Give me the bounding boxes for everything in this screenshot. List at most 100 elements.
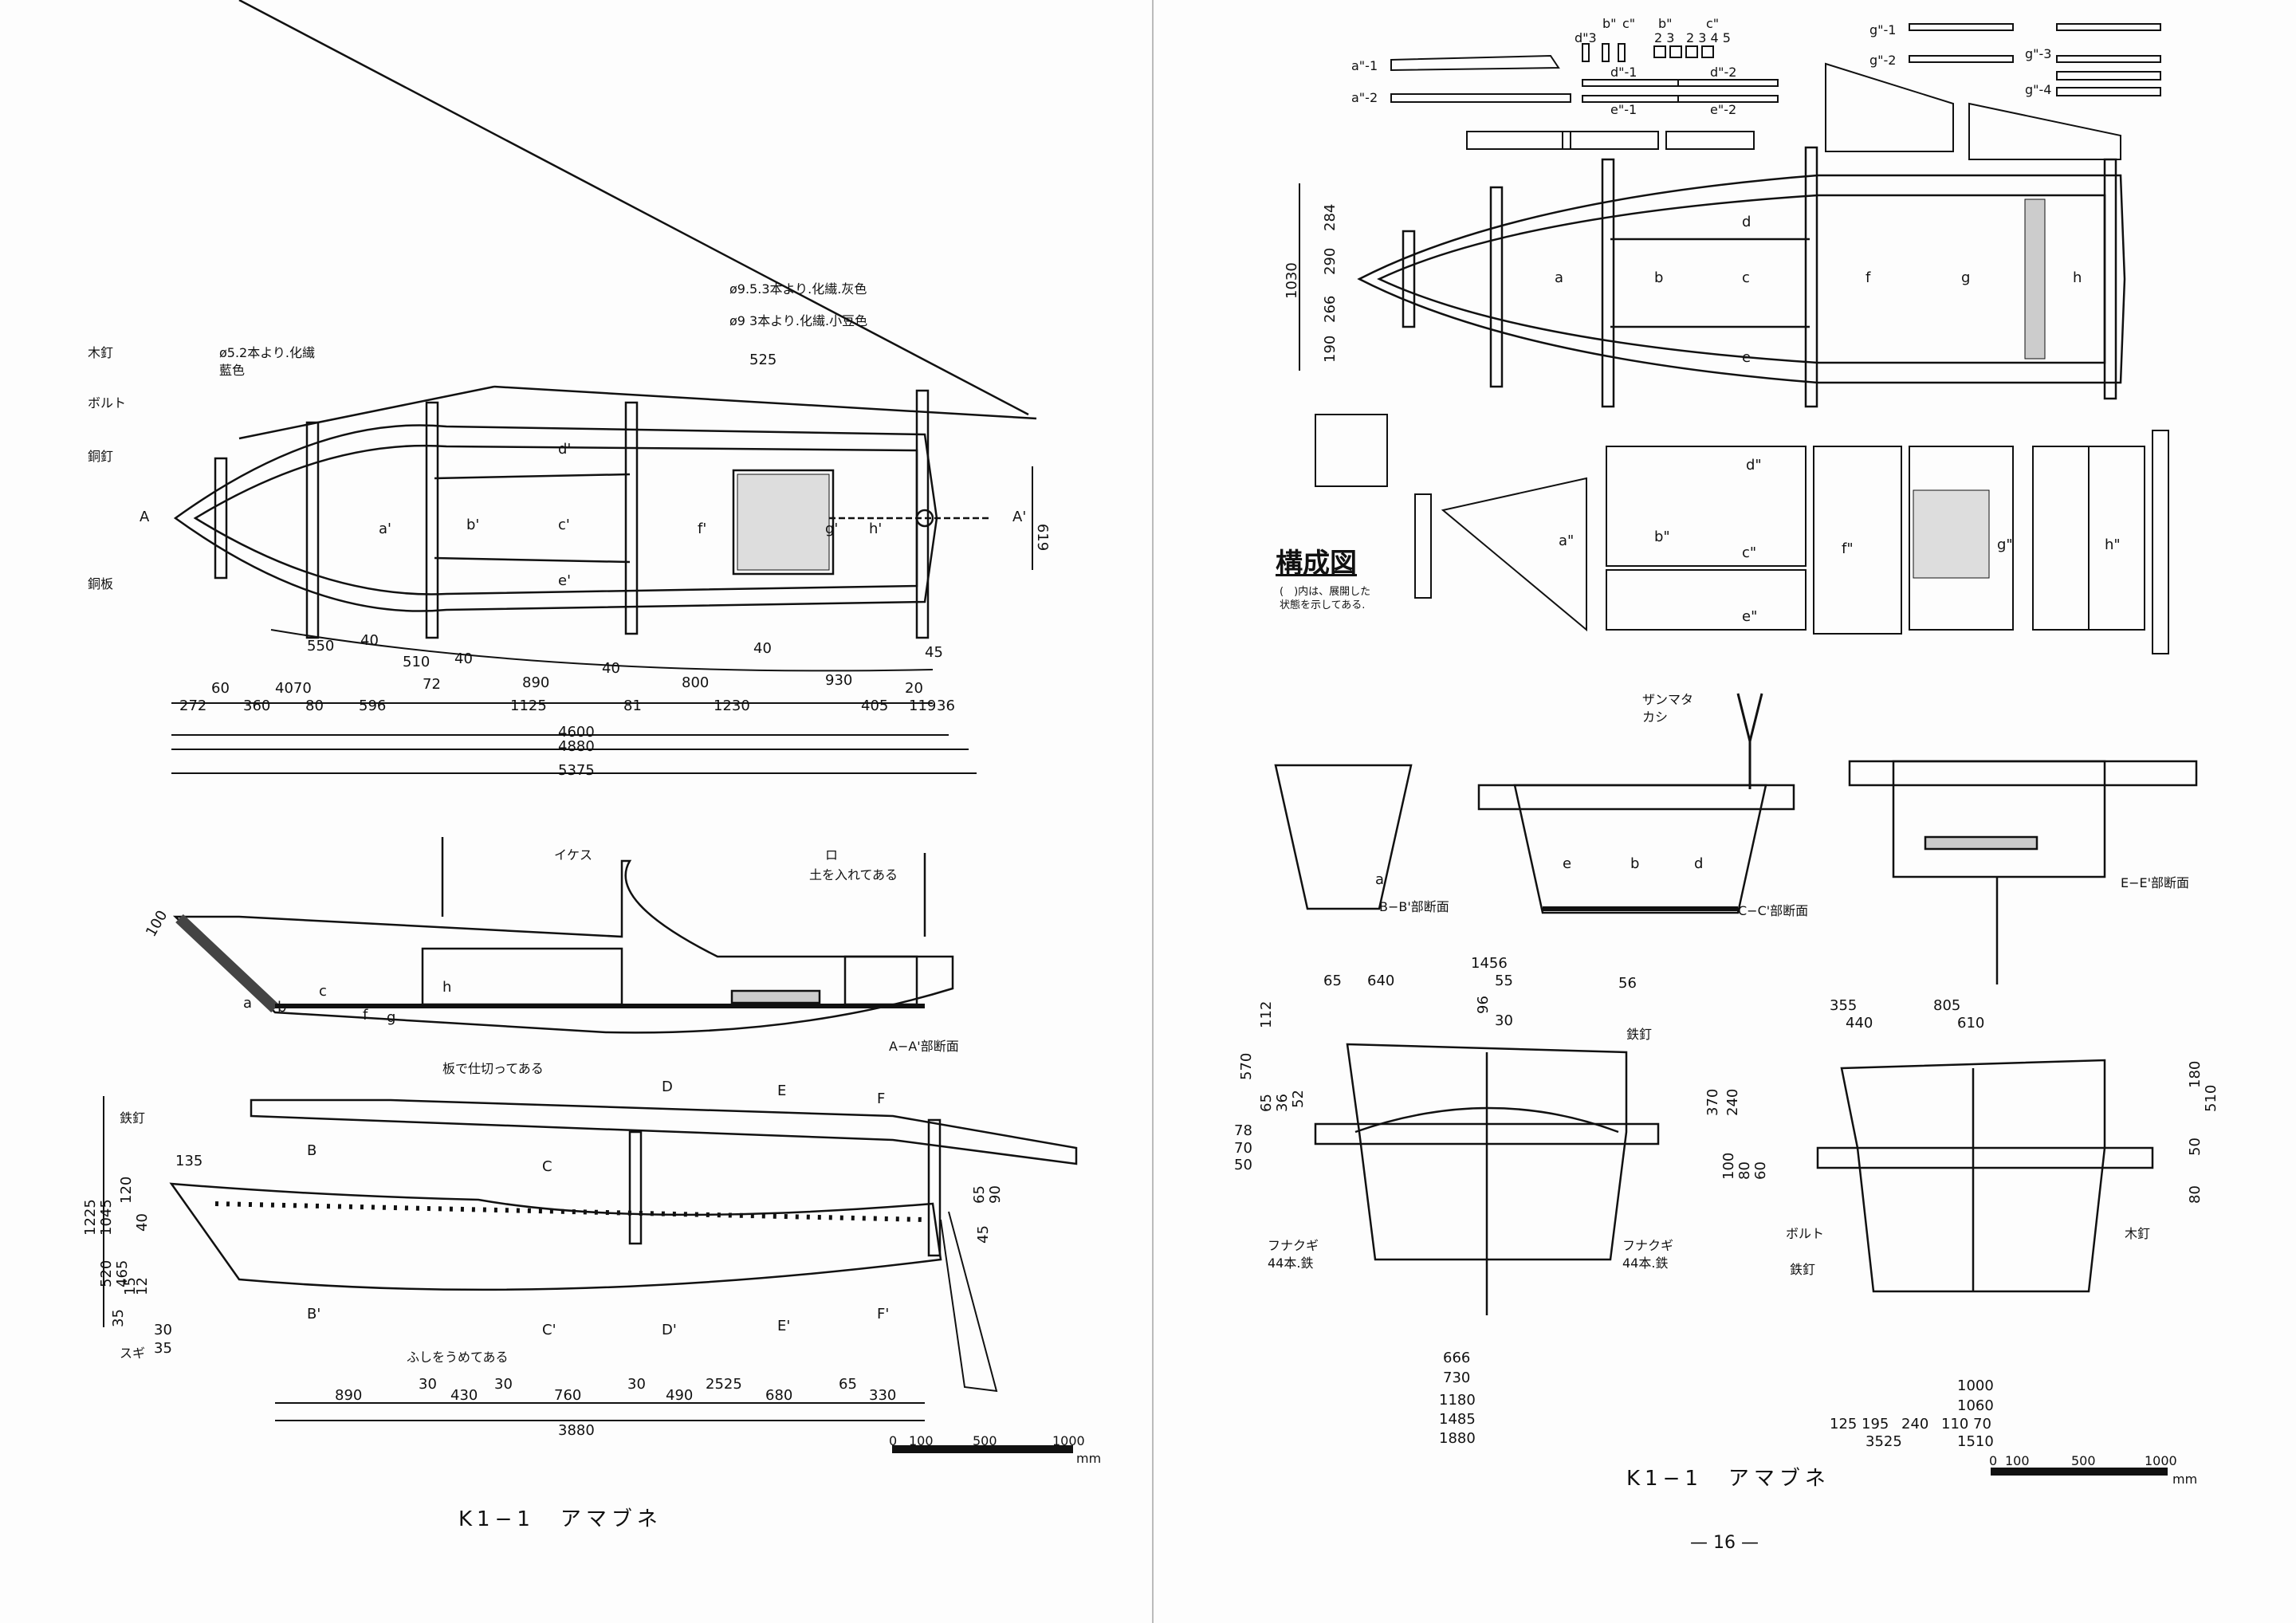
part-label: a: [1375, 871, 1385, 888]
dim: 430: [450, 1387, 478, 1404]
dim: 405: [861, 698, 889, 714]
dim: 70: [1234, 1140, 1252, 1157]
dim: 610: [1957, 1015, 1985, 1032]
mark: F: [877, 1091, 886, 1107]
part-label: a: [243, 995, 253, 1012]
dim-619: 619: [1034, 523, 1052, 552]
label-iron-nail: 鉄釘: [1626, 1027, 1653, 1042]
dim: 4070: [275, 680, 312, 697]
scale-tick: 0: [1989, 1453, 1998, 1468]
part-label: g: [387, 1009, 396, 1026]
label-rope2: ø9.5.3本より.化繊.灰色: [729, 281, 867, 297]
dim: 50: [1234, 1157, 1252, 1173]
part-label: g"-3: [2025, 46, 2052, 61]
label-wood-nail: 木釘: [88, 345, 114, 360]
dim: 50: [2187, 1138, 2204, 1156]
dim: 805: [1933, 997, 1961, 1014]
section-bb-title: B−B'部断面: [1379, 899, 1449, 914]
label-soil: 土を入れてある: [809, 867, 898, 882]
scale-tick: 500: [973, 1433, 997, 1448]
dim: 36: [1274, 1094, 1291, 1112]
part-label: d"3: [1575, 30, 1597, 45]
part-label: d': [558, 441, 572, 458]
part-label: b": [1654, 529, 1670, 545]
dim: 520: [98, 1259, 115, 1287]
label-copper-plate: 銅板: [88, 576, 114, 591]
dim: 70: [1973, 1416, 1991, 1432]
mark: B': [307, 1306, 321, 1322]
dim: 65: [1258, 1094, 1275, 1112]
dim: 36: [937, 698, 955, 714]
dim: 56: [1618, 975, 1637, 992]
label-soil-mark: ロ: [825, 847, 839, 863]
part-label: h: [442, 979, 452, 996]
mark: C: [542, 1158, 552, 1175]
dim: 96: [1475, 996, 1492, 1014]
section-aa-title: A−A'部断面: [889, 1039, 959, 1054]
part-label: c: [319, 983, 327, 1000]
part-label: b": [1658, 16, 1673, 31]
label-funakugi-right-2: 44本.鉄: [1622, 1256, 1669, 1271]
label-funakugi-left-2: 44本.鉄: [1268, 1256, 1314, 1271]
caption-right: K1−1 アマブネ: [1626, 1467, 1830, 1491]
dim: 30: [1495, 1012, 1513, 1029]
part-label: e": [1742, 608, 1758, 625]
dim: 1180: [1439, 1392, 1476, 1409]
total-dim: 3880: [558, 1422, 595, 1439]
dim-525: 525: [749, 352, 777, 368]
scale-tick: 100: [909, 1433, 934, 1448]
dim: 360: [243, 698, 271, 714]
part-label: g"-2: [1869, 53, 1897, 68]
part-label: e': [558, 572, 572, 589]
section-aa-drawing: [172, 837, 954, 1034]
dim: 510: [2203, 1084, 2219, 1112]
dim: 30: [627, 1376, 646, 1393]
label-iron-nail: 鉄釘: [120, 1110, 146, 1126]
label-partition: 板で仕切ってある: [442, 1061, 544, 1076]
dim: 30: [419, 1376, 437, 1393]
dim: 666: [1443, 1350, 1471, 1366]
dim: 510: [403, 654, 431, 670]
part-label: f: [363, 1007, 368, 1024]
dim: 78: [1234, 1122, 1252, 1139]
dim: 2525: [706, 1376, 742, 1393]
part-label: g: [1961, 269, 1971, 286]
label-cedar: スギ: [120, 1346, 146, 1361]
part-label: f": [1842, 540, 1854, 557]
part-label: f: [1866, 269, 1871, 286]
dim: 80: [2187, 1185, 2204, 1204]
dim: 3525: [1866, 1433, 1902, 1450]
part-label: 2 3: [1654, 30, 1675, 45]
plan-view-right: [1299, 146, 2126, 408]
dim: 1030: [1284, 262, 1300, 299]
part-label: d"-1: [1610, 65, 1637, 80]
part-label: g": [1997, 536, 2013, 553]
dim: 135: [175, 1153, 203, 1169]
part-label: d"-2: [1710, 65, 1737, 80]
dim: 800: [682, 674, 710, 691]
dim: 272: [179, 698, 207, 714]
label-ikesu: イケス: [554, 847, 593, 863]
profile-view-drawing: [169, 1098, 1078, 1393]
dim: 890: [335, 1387, 363, 1404]
part-label: d": [1746, 457, 1762, 474]
dim: 35: [110, 1309, 127, 1327]
part-label: h: [2073, 269, 2082, 286]
label-funakugi-right: フナクギ: [1622, 1238, 1674, 1253]
dim: 45: [975, 1225, 992, 1244]
part-label: a": [1559, 532, 1575, 549]
scale-tick: 1000: [1052, 1433, 1085, 1448]
mark: C': [542, 1322, 556, 1338]
dim: 80: [1736, 1161, 1753, 1180]
dim: 180: [2187, 1060, 2204, 1088]
dim: 760: [554, 1387, 582, 1404]
dim: 240: [1901, 1416, 1929, 1432]
part-label: 2 3 4 5: [1686, 30, 1731, 45]
part-label: b: [277, 999, 287, 1016]
section-bb-drawing: [1274, 764, 1413, 910]
dim: 240: [1724, 1088, 1741, 1116]
scale-unit: mm: [2172, 1472, 2198, 1487]
dim: 440: [1846, 1015, 1873, 1032]
mark: B: [307, 1142, 317, 1159]
dim: 680: [765, 1387, 793, 1404]
